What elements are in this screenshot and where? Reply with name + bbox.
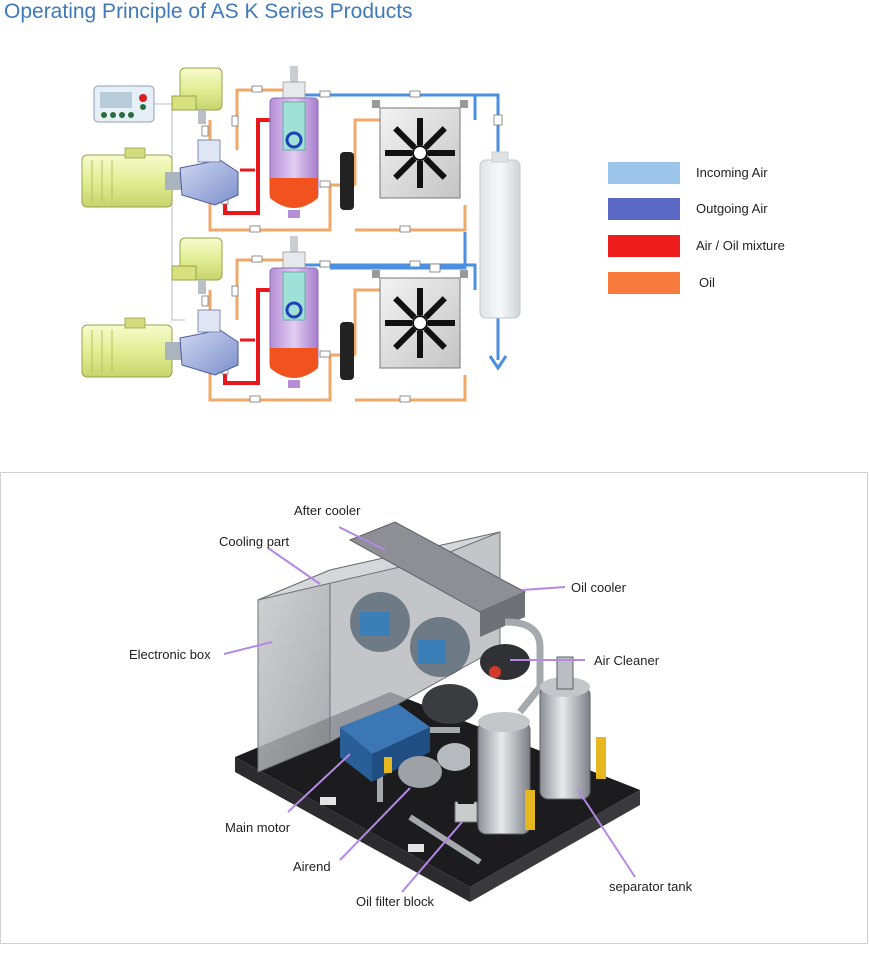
callout-cooling-part: Cooling part: [219, 534, 290, 549]
callout-electronic-box: Electronic box: [129, 647, 211, 662]
callout-air-cleaner: Air Cleaner: [594, 653, 660, 668]
legend-label: Oil: [699, 275, 715, 290]
legend-label: Air / Oil mixture: [696, 238, 785, 253]
machine-frame: [0, 472, 868, 944]
legend-label: Incoming Air: [696, 165, 768, 180]
flow-diagram: [80, 64, 521, 404]
compressor-unit-2: [80, 234, 477, 404]
callout-separator-tank: separator tank: [609, 879, 693, 894]
control-panel: [93, 85, 185, 321]
air-receiver-tank: [479, 151, 521, 319]
callout-after-cooler: After cooler: [294, 503, 361, 518]
callout-oil-cooler: Oil cooler: [571, 580, 626, 595]
machine-illustration: [223, 521, 640, 902]
legend-swatch: [608, 272, 680, 294]
callout-oil-filter-block: Oil filter block: [356, 894, 435, 909]
legend-swatch: [608, 235, 680, 257]
legend-label: Outgoing Air: [696, 201, 768, 216]
legend-swatch: [608, 162, 680, 184]
callout-airend: Airend: [293, 859, 331, 874]
callout-main-motor: Main motor: [225, 820, 291, 835]
page-title: Operating Principle of AS K Series Produ…: [4, 0, 413, 23]
legend-swatch: [608, 198, 680, 220]
